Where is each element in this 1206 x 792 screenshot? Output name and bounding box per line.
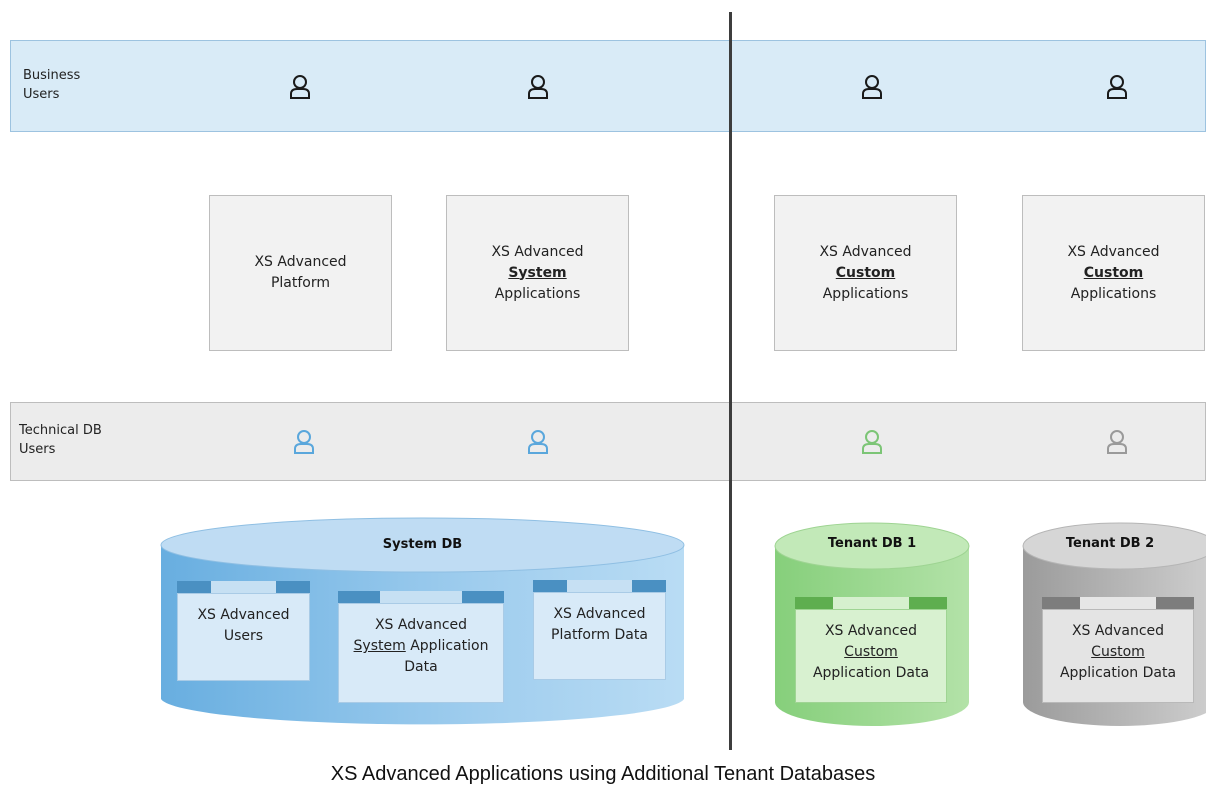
xs-advanced-system-application-data-table: XS Advanced System Application Data [338, 591, 504, 703]
app-box-line3: Applications [822, 285, 909, 302]
app-box-line1: XS Advanced [819, 243, 912, 260]
app-box-line1: XS Advanced [254, 254, 347, 270]
app-box-emphasis: System [508, 264, 567, 281]
app-box-line1: XS Advanced [1067, 243, 1160, 260]
table-label-line3: Application Data [1059, 665, 1177, 681]
technical-user-icon [293, 429, 315, 455]
table-label-line1: XS Advanced [374, 617, 468, 633]
tenant-db-1-title: Tenant DB 1 [827, 536, 917, 551]
technical-db-users-band: Technical DB Users [10, 402, 1206, 481]
xs-advanced-platform-box: XS Advanced Platform [209, 195, 392, 351]
table-label-rest: Application [405, 638, 489, 654]
table-label-line2: System Application [354, 636, 489, 657]
table-label-line2: Platform Data [551, 627, 648, 643]
tenant-db-2-title: Tenant DB 2 [1065, 536, 1155, 551]
app-box-line3: Applications [1070, 285, 1157, 302]
xs-advanced-custom-application-data-table: XS Advanced Custom Application Data [795, 597, 947, 703]
table-label-line1: XS Advanced [553, 606, 646, 622]
table-label-line3: Application Data [812, 665, 930, 681]
business-users-label: Business Users [23, 68, 81, 102]
xs-advanced-custom-applications-box: XS Advanced Custom Applications [774, 195, 957, 351]
technical-user-icon [861, 429, 883, 455]
table-label-line2: Users [223, 628, 264, 644]
business-user-icon [1106, 74, 1128, 100]
xs-advanced-custom-applications-box: XS Advanced Custom Applications [1022, 195, 1205, 351]
technical-db-users-label: Technical DB Users [19, 423, 102, 457]
xs-advanced-system-applications-box: XS Advanced System Applications [446, 195, 629, 351]
xs-advanced-custom-application-data-table: XS Advanced Custom Application Data [1042, 597, 1194, 703]
business-user-icon [289, 74, 311, 100]
technical-user-icon [1106, 429, 1128, 455]
xs-advanced-users-table: XS Advanced Users [177, 581, 310, 681]
app-box-emphasis: Custom [835, 264, 896, 281]
table-label-emphasis: Custom [1091, 644, 1145, 660]
app-box-line2: Platform [270, 275, 331, 291]
system-db-title: System DB [382, 537, 463, 552]
table-label-line1: XS Advanced [824, 623, 918, 639]
table-label-emphasis: Custom [844, 644, 898, 660]
app-box-line1: XS Advanced [491, 243, 584, 260]
table-label-line1: XS Advanced [1071, 623, 1165, 639]
technical-user-icon [527, 429, 549, 455]
tenant-db-1-cylinder: Tenant DB 1 XS Advanced Custom Applicati… [774, 522, 970, 727]
system-tenant-divider [729, 12, 732, 750]
tenant-db-2-cylinder: Tenant DB 2 XS Advanced Custom Applicati… [1022, 522, 1206, 727]
table-label-line1: XS Advanced [197, 607, 290, 623]
app-box-emphasis: Custom [1083, 264, 1144, 281]
business-user-icon [527, 74, 549, 100]
figure-caption: XS Advanced Applications using Additiona… [330, 763, 876, 785]
system-db-cylinder: System DB XS Advanced Users XS Advanced … [160, 517, 685, 727]
xs-advanced-platform-data-table: XS Advanced Platform Data [533, 580, 666, 680]
app-box-line3: Applications [494, 285, 581, 302]
business-user-icon [861, 74, 883, 100]
business-users-band: Business Users [10, 40, 1206, 132]
table-label-line3: Data [404, 659, 438, 675]
table-label-emphasis: System [353, 638, 406, 654]
